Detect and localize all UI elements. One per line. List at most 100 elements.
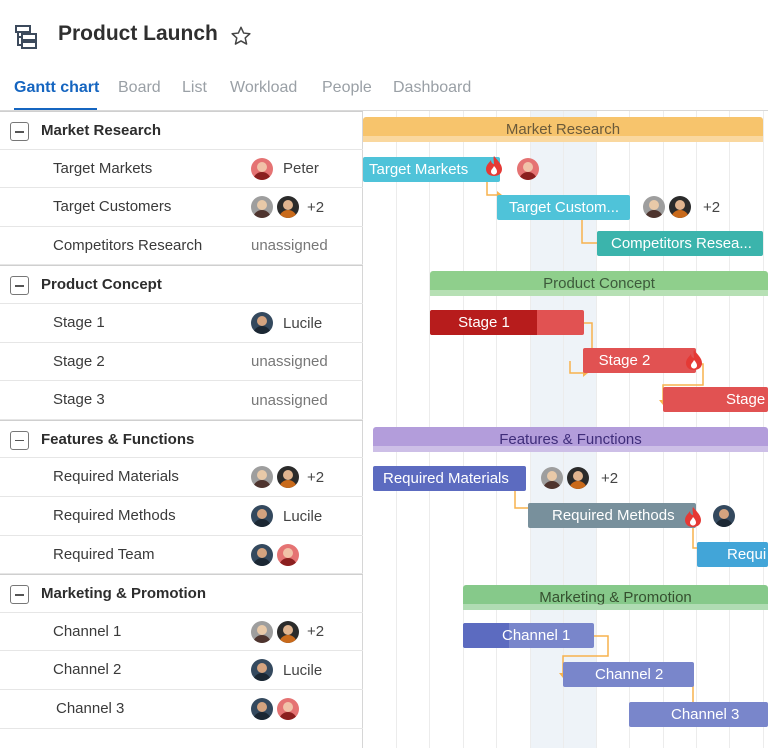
task-bar-stage-1[interactable]: Stage 1 bbox=[430, 310, 584, 335]
task-name: Competitors Research bbox=[53, 236, 203, 254]
group-bar-market-research[interactable]: Market Research bbox=[363, 117, 763, 142]
assignees[interactable] bbox=[251, 698, 299, 720]
task-row[interactable]: Stage 3 unassigned bbox=[0, 381, 363, 420]
task-bar-required-team[interactable]: Requi bbox=[697, 542, 768, 567]
tab-list[interactable]: List bbox=[182, 79, 207, 96]
task-bar-channel-2[interactable]: Channel 2 bbox=[563, 662, 694, 687]
task-name: Required Methods bbox=[53, 507, 176, 524]
assignee-extra-count: +2 bbox=[307, 623, 325, 641]
task-name: Channel 3 bbox=[56, 700, 125, 717]
tab-gantt-chart[interactable]: Gantt chart bbox=[14, 79, 100, 96]
task-bar-channel-1[interactable]: Channel 1 bbox=[463, 623, 594, 648]
header: Product Launch bbox=[0, 0, 768, 72]
bar-label: Competitors Resea... bbox=[611, 235, 752, 252]
assignees[interactable]: unassigned bbox=[251, 389, 328, 411]
task-row[interactable]: Target Customers +2 bbox=[0, 188, 363, 227]
task-row[interactable]: Channel 3 bbox=[0, 690, 363, 729]
assignees[interactable]: unassigned bbox=[251, 351, 328, 373]
group-bar-product-concept[interactable]: Product Concept bbox=[430, 271, 768, 296]
task-list: Market Research Target Markets Peter Tar… bbox=[0, 111, 363, 748]
bar-label: Channel 1 bbox=[502, 627, 571, 644]
task-name: Required Team bbox=[53, 545, 155, 563]
star-outline-icon[interactable] bbox=[230, 25, 252, 47]
fire-icon bbox=[685, 507, 701, 527]
task-bar-target-markets[interactable]: Target Markets bbox=[363, 157, 500, 182]
group-row-marketing-promotion[interactable]: Marketing & Promotion bbox=[0, 574, 363, 613]
task-bar-required-methods[interactable]: Required Methods bbox=[528, 503, 696, 528]
collapse-icon[interactable] bbox=[10, 585, 29, 605]
task-bar-channel-3[interactable]: Channel 3 bbox=[629, 702, 768, 727]
task-row[interactable]: Required Materials +2 bbox=[0, 458, 363, 497]
group-row-features-functions[interactable]: Features & Functions bbox=[0, 419, 363, 459]
bar-label: Target Custom... bbox=[509, 199, 620, 216]
task-bar-required-materials[interactable]: Required Materials bbox=[373, 466, 526, 491]
assignees[interactable]: Lucile bbox=[251, 505, 322, 527]
avatar bbox=[251, 312, 273, 334]
task-row[interactable]: Target Markets Peter bbox=[0, 150, 363, 189]
bar-assignees[interactable] bbox=[713, 505, 735, 527]
assignees[interactable]: Lucile bbox=[251, 659, 323, 682]
avatar bbox=[517, 158, 539, 180]
assignees[interactable]: Peter bbox=[251, 157, 319, 180]
assignee-name: Lucile bbox=[283, 507, 323, 525]
task-row[interactable]: Required Methods Lucile bbox=[0, 497, 363, 536]
assignees[interactable]: unassigned bbox=[251, 235, 328, 257]
task-bar-stage-2[interactable]: Stage 2 bbox=[583, 348, 696, 373]
task-name: Target Markets bbox=[53, 159, 153, 177]
avatar bbox=[669, 196, 691, 218]
assignees[interactable] bbox=[251, 543, 299, 566]
task-row[interactable]: Required Team bbox=[0, 536, 363, 575]
group-bar-marketing-promotion[interactable]: Marketing & Promotion bbox=[463, 585, 768, 610]
avatar bbox=[277, 698, 299, 720]
task-row[interactable]: Competitors Research unassigned bbox=[0, 227, 363, 266]
group-bar-features-functions[interactable]: Features & Functions bbox=[373, 427, 768, 452]
bar-label: Stage bbox=[726, 391, 766, 408]
fire-icon bbox=[686, 350, 702, 370]
tab-workload[interactable]: Workload bbox=[230, 79, 298, 96]
collapse-icon[interactable] bbox=[10, 430, 29, 450]
gantt-tree-icon[interactable] bbox=[14, 24, 40, 50]
task-row[interactable]: Stage 1 Lucile bbox=[0, 304, 363, 343]
view-tabs: Gantt chart Board List Workload People D… bbox=[0, 76, 768, 111]
avatar bbox=[277, 543, 299, 566]
bar-label: Channel 3 bbox=[671, 706, 740, 723]
fire-icon bbox=[486, 156, 502, 176]
bar-assignees[interactable]: +2 bbox=[541, 467, 618, 489]
group-row-product-concept[interactable]: Product Concept bbox=[0, 265, 363, 304]
assignees[interactable]: Lucile bbox=[251, 312, 322, 334]
bar-label: Required Materials bbox=[383, 470, 509, 487]
group-name: Product Concept bbox=[41, 276, 162, 294]
task-name: Target Customers bbox=[53, 198, 172, 216]
avatar bbox=[251, 466, 273, 489]
task-bar-stage-3[interactable]: Stage bbox=[663, 387, 768, 412]
task-bar-target-customers[interactable]: Target Custom... bbox=[497, 195, 630, 220]
assignees[interactable]: +2 bbox=[251, 620, 325, 643]
task-name: Required Materials bbox=[53, 468, 179, 486]
unassigned-label: unassigned bbox=[251, 391, 328, 409]
avatar bbox=[277, 196, 299, 219]
tab-dashboard[interactable]: Dashboard bbox=[393, 79, 472, 96]
task-row[interactable]: Channel 2 Lucile bbox=[0, 651, 363, 690]
task-name: Stage 3 bbox=[53, 391, 105, 409]
tab-board[interactable]: Board bbox=[118, 79, 161, 96]
bar-label: Target Markets bbox=[369, 161, 469, 178]
avatar bbox=[251, 196, 273, 219]
collapse-icon[interactable] bbox=[10, 276, 29, 296]
task-row[interactable]: Channel 1 +2 bbox=[0, 613, 363, 652]
collapse-icon[interactable] bbox=[10, 122, 29, 141]
bar-assignees[interactable] bbox=[517, 158, 539, 180]
assignee-extra-count: +2 bbox=[307, 198, 325, 216]
bar-label: Requi bbox=[727, 546, 767, 563]
tab-people[interactable]: People bbox=[322, 79, 372, 96]
assignees[interactable]: +2 bbox=[251, 196, 325, 219]
bar-assignees[interactable]: +2 bbox=[643, 196, 720, 218]
avatar bbox=[277, 620, 299, 643]
gantt-timeline: Market Research Target Markets Target Cu… bbox=[363, 111, 768, 748]
divider bbox=[0, 110, 768, 111]
assignee-name: Lucile bbox=[283, 661, 323, 679]
task-row[interactable]: Stage 2 unassigned bbox=[0, 343, 363, 382]
task-bar-competitors-research[interactable]: Competitors Resea... bbox=[597, 231, 763, 256]
avatar bbox=[251, 543, 273, 566]
assignees[interactable]: +2 bbox=[251, 466, 324, 489]
group-row-market-research[interactable]: Market Research bbox=[0, 111, 363, 150]
